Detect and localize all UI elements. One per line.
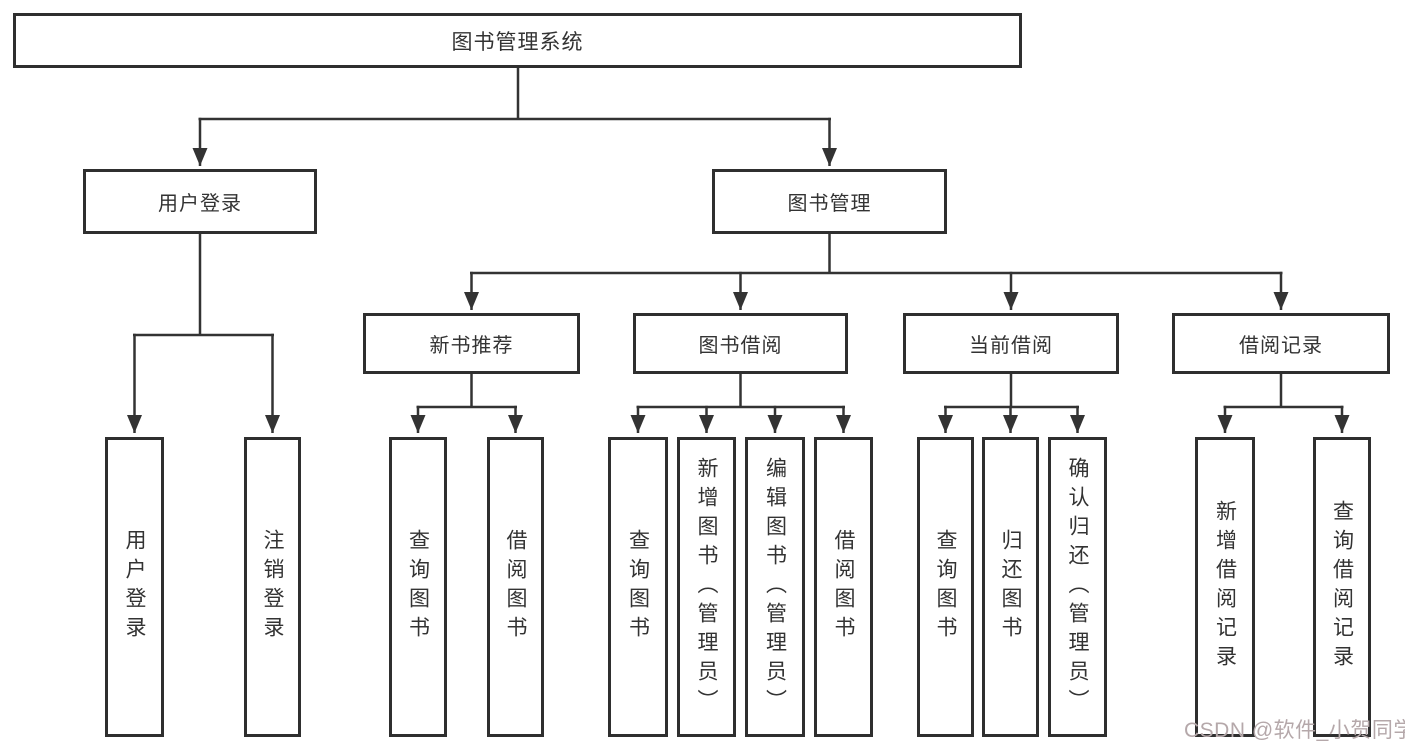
node-book-borrow: 图书借阅	[633, 313, 848, 374]
leaf-borrow-add-books-admin-label: 新增图书（管理员）	[695, 456, 718, 718]
leaf-user-login-label: 用户登录	[123, 529, 146, 645]
leaf-recommend-borrow-books-label: 借阅图书	[504, 529, 527, 645]
leaf-borrow-edit-books-admin: 编辑图书（管理员）	[745, 437, 805, 737]
leaf-logout: 注销登录	[244, 437, 301, 737]
leaf-borrow-query-books: 查询图书	[608, 437, 668, 737]
leaf-borrow-borrow-books: 借阅图书	[814, 437, 873, 737]
leaf-borrow-edit-books-admin-label: 编辑图书（管理员）	[763, 456, 787, 718]
node-book-management-group: 图书管理	[712, 169, 947, 234]
node-current-borrow-label: 当前借阅	[969, 335, 1053, 357]
leaf-records-add-record-label: 新增借阅记录	[1213, 500, 1237, 674]
csdn-watermark: CSDN @软件_小贺同学	[1184, 719, 1405, 742]
node-borrow-records-label: 借阅记录	[1239, 335, 1323, 357]
node-root-label: 图书管理系统	[451, 30, 584, 54]
leaf-recommend-query-books: 查询图书	[389, 437, 447, 737]
node-user-login-group-label: 用户登录	[158, 193, 242, 215]
leaf-current-query-books: 查询图书	[917, 437, 974, 737]
leaf-current-return-books: 归还图书	[982, 437, 1039, 737]
node-new-book-recommend-label: 新书推荐	[429, 335, 514, 357]
leaf-current-return-books-label: 归还图书	[999, 529, 1022, 645]
leaf-recommend-query-books-label: 查询图书	[406, 529, 430, 645]
node-borrow-records: 借阅记录	[1172, 313, 1390, 374]
node-new-book-recommend: 新书推荐	[363, 313, 580, 374]
leaf-borrow-query-books-label: 查询图书	[626, 529, 650, 645]
leaf-recommend-borrow-books: 借阅图书	[487, 437, 544, 737]
node-book-borrow-label: 图书借阅	[698, 335, 783, 357]
leaf-records-query-record-label: 查询借阅记录	[1330, 500, 1354, 674]
node-user-login-group: 用户登录	[83, 169, 317, 234]
leaf-user-login: 用户登录	[105, 437, 164, 737]
leaf-current-confirm-return-admin: 确认归还（管理员）	[1048, 437, 1107, 737]
leaf-borrow-borrow-books-label: 借阅图书	[832, 529, 855, 645]
leaf-records-query-record: 查询借阅记录	[1313, 437, 1371, 737]
leaf-records-add-record: 新增借阅记录	[1195, 437, 1255, 737]
node-current-borrow: 当前借阅	[903, 313, 1119, 374]
leaf-current-confirm-return-admin-label: 确认归还（管理员）	[1066, 456, 1089, 718]
leaf-current-query-books-label: 查询图书	[934, 529, 957, 645]
node-book-management-group-label: 图书管理	[787, 193, 872, 215]
leaf-logout-label: 注销登录	[261, 529, 284, 645]
node-root: 图书管理系统	[13, 13, 1022, 68]
leaf-borrow-add-books-admin: 新增图书（管理员）	[677, 437, 736, 737]
